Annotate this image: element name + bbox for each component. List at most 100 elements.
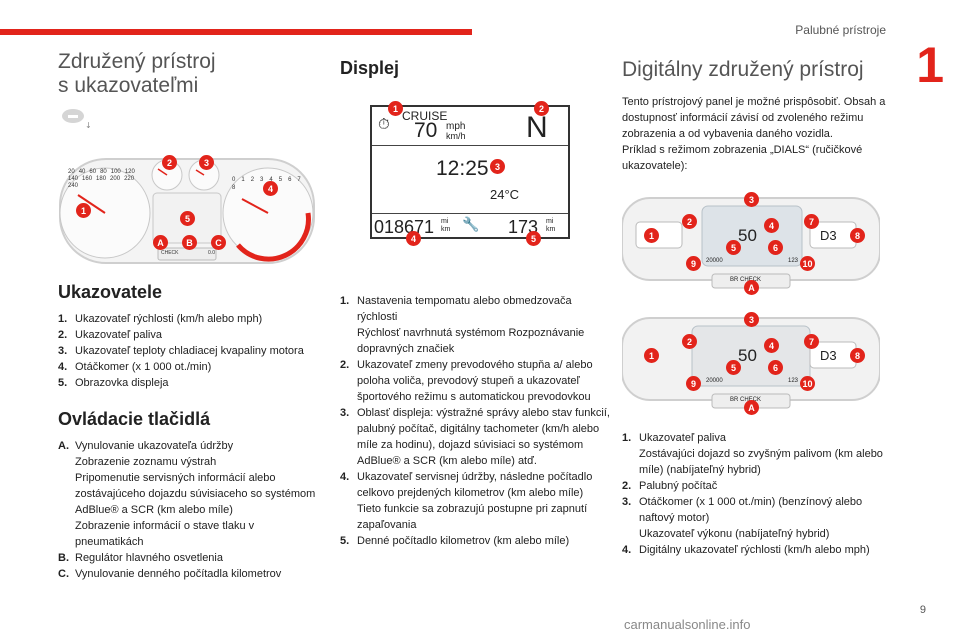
list-item: C.Vynulovanie denného počítadla kilometr… bbox=[58, 568, 282, 581]
callout-badge: 8 bbox=[850, 228, 865, 244]
list-item: 3. Oblasť displeja: výstražné správy ale… bbox=[340, 407, 610, 467]
speed-unit-bottom: km/h bbox=[446, 131, 466, 141]
list-item: 2.Ukazovateľ paliva bbox=[58, 329, 162, 342]
list-item: A. Vynulovanie ukazovateľa údržby Zobraz… bbox=[58, 440, 316, 549]
callout-badge: 7 bbox=[804, 214, 819, 230]
panel-gear: D3 bbox=[820, 348, 837, 364]
outside-temp: 24°C bbox=[490, 187, 520, 202]
callout-badge: 3 bbox=[490, 159, 505, 174]
speed-tick: 140 bbox=[68, 176, 79, 183]
speed-unit-top: mph bbox=[446, 121, 466, 132]
display-heading: Displej bbox=[340, 58, 400, 78]
speed-tick: 100 bbox=[110, 169, 121, 176]
cruise-icon: ⏱ bbox=[378, 116, 390, 133]
gear-indicator: N bbox=[526, 111, 548, 144]
speed-tick: 40 bbox=[78, 169, 86, 176]
callout-badge: 1 bbox=[388, 101, 403, 116]
callout-badge: 1 bbox=[644, 228, 659, 244]
callout-badge: B bbox=[182, 235, 197, 251]
panel-trip: 123 bbox=[788, 258, 799, 265]
callout-badge: 2 bbox=[682, 214, 697, 230]
list-item: 3. Otáčkomer (x 1 000 ot./min) (benzínov… bbox=[622, 496, 863, 541]
speed-tick: 80 bbox=[100, 169, 107, 176]
page-number: 9 bbox=[919, 604, 926, 616]
trip-unit-top: mi bbox=[546, 218, 554, 225]
gauges-list: 1.Ukazovateľ rýchlosti (km/h alebo mph) … bbox=[58, 311, 320, 391]
chapter-number: 1 bbox=[916, 37, 944, 93]
callout-badge: A bbox=[744, 280, 759, 296]
list-item: B.Regulátor hlavného osvetlenia bbox=[58, 552, 223, 565]
rpm-tick: 3 bbox=[260, 177, 264, 184]
cluster-button-labels: CHECK 0.0 bbox=[161, 250, 215, 256]
list-item: 4. Ukazovateľ servisnej údržby, následne… bbox=[340, 471, 593, 531]
trip-unit-bottom: km bbox=[546, 226, 556, 233]
list-item: 2. Ukazovateľ zmeny prevodového stupňa a… bbox=[340, 359, 593, 403]
speed-tick: 200 bbox=[110, 176, 121, 183]
analog-cluster-illustration: 20 40 60 80 100 120 140 160 180 200 220 … bbox=[58, 155, 316, 267]
gauges-heading: Ukazovatele bbox=[58, 282, 163, 303]
buttons-heading: Ovládacie tlačidlá bbox=[58, 409, 211, 430]
odo-unit-top: mi bbox=[441, 218, 449, 225]
section-title: Palubné prístroje bbox=[795, 23, 886, 37]
digital-panel-illustration: 50 D3 20000 123 BR CHECK 1 2 3 4 5 6 7 8… bbox=[622, 312, 880, 416]
column-display: Displej ⏱ CRUISE 70 mph km/h N 12:25 24°… bbox=[340, 50, 610, 549]
svg-text:↓: ↓ bbox=[85, 121, 92, 130]
cluster-button-label: 0.0 bbox=[208, 250, 215, 257]
callout-badge: A bbox=[744, 400, 759, 416]
watermark: carmanualsonline.info bbox=[624, 617, 751, 632]
panel-speed: 50 bbox=[738, 346, 757, 366]
rpm-tick: 4 bbox=[269, 177, 273, 184]
speed-tick: 120 bbox=[124, 169, 135, 176]
header-red-bar bbox=[0, 29, 472, 35]
speed-tick-labels: 20 40 60 80 100 120 140 160 180 200 220 … bbox=[68, 169, 144, 189]
digital-cluster-title: Digitálny združený prístroj bbox=[622, 58, 864, 81]
callout-badge: 6 bbox=[768, 360, 783, 376]
list-item: 2. Palubný počítač bbox=[622, 480, 718, 493]
callout-badge: A bbox=[153, 235, 168, 251]
display-illustration: ⏱ CRUISE 70 mph km/h N 12:25 24°C 018671… bbox=[370, 101, 570, 246]
callout-badge: C bbox=[211, 235, 226, 251]
callout-badge: 3 bbox=[199, 155, 214, 171]
list-item: 3.Ukazovateľ teploty chladiacej kvapalin… bbox=[58, 345, 304, 358]
column-digital-cluster: Digitálny združený prístroj Tento prístr… bbox=[622, 50, 892, 558]
speed-tick: 220 bbox=[124, 176, 135, 183]
list-item: 5.Obrazovka displeja bbox=[58, 377, 169, 390]
intro-text: Tento prístrojový panel je možné prispôs… bbox=[622, 96, 886, 173]
callout-badge: 9 bbox=[686, 256, 701, 272]
digital-panel-illustration: 50 D3 20000 123 BR CHECK 1 2 3 4 5 6 7 8… bbox=[622, 192, 880, 296]
callout-badge: 4 bbox=[406, 231, 421, 246]
set-speed: 70 bbox=[414, 119, 438, 142]
callout-badge: 3 bbox=[744, 312, 759, 328]
rpm-tick: 1 bbox=[241, 177, 245, 184]
callout-badge: 2 bbox=[162, 155, 177, 171]
speed-tick: 240 bbox=[68, 183, 79, 190]
cluster-button-label: CHECK bbox=[161, 250, 179, 257]
panel-odometer: 20000 bbox=[706, 378, 723, 385]
buttons-list: A. Vynulovanie ukazovateľa údržby Zobraz… bbox=[58, 438, 320, 582]
rpm-tick: 7 bbox=[297, 177, 301, 184]
speed-tick: 160 bbox=[82, 176, 93, 183]
list-item: 1.Ukazovateľ rýchlosti (km/h alebo mph) bbox=[58, 313, 263, 326]
clock: 12:25 bbox=[436, 157, 489, 180]
speed-tick: 20 bbox=[68, 169, 75, 176]
wrench-icon: 🔧 bbox=[462, 216, 480, 232]
speed-tick: 180 bbox=[96, 176, 107, 183]
callout-badge: 3 bbox=[744, 192, 759, 208]
callout-badge: 5 bbox=[726, 240, 741, 256]
callout-badge: 2 bbox=[682, 334, 697, 350]
panel-trip: 123 bbox=[788, 378, 799, 385]
callout-badge: 10 bbox=[800, 376, 815, 392]
callout-badge: 9 bbox=[686, 376, 701, 392]
callout-badge: 5 bbox=[180, 211, 195, 227]
odometer: 018671 bbox=[374, 217, 435, 237]
rpm-tick: 2 bbox=[250, 177, 255, 184]
callout-badge: 4 bbox=[764, 338, 779, 354]
steering-wheel-icon: ↓ bbox=[58, 106, 320, 135]
callout-badge: 10 bbox=[800, 256, 815, 272]
callout-badge: 6 bbox=[768, 240, 783, 256]
callout-badge: 1 bbox=[76, 203, 91, 219]
rpm-tick-labels: 0 1 2 3 4 5 6 7 8 bbox=[232, 177, 302, 191]
callout-badge: 7 bbox=[804, 334, 819, 350]
panel-speed: 50 bbox=[738, 226, 757, 246]
